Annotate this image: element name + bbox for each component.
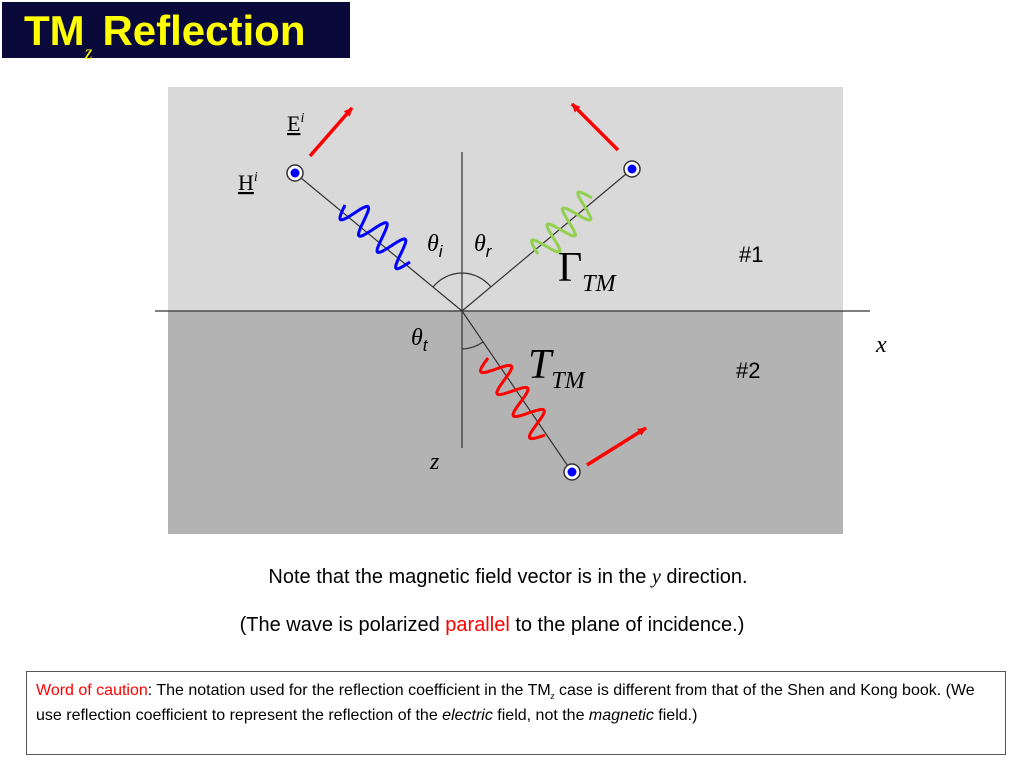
incident-e-field-arrow [308,106,354,158]
note-line-1: Note that the magnetic field vector is i… [268,566,748,588]
reflected-e-field-arrow [570,102,620,152]
x-axis-label: x [875,332,887,358]
title-banner: TMz Reflection [2,2,350,64]
transmitted-wave [478,357,546,441]
title-rest: Reflection [102,7,306,54]
theta-t-label: θt [411,325,429,355]
region-1-background [168,87,843,311]
reflected-wave [529,190,593,255]
slide-title: TMz Reflection [24,6,305,64]
h-field-label: Hi [238,170,258,195]
transmitted-ray [461,310,573,473]
incident-wave [338,204,411,271]
region-2-label: #2 [736,358,760,383]
theta-i-label: θi [427,231,444,261]
region-2-background [168,311,843,534]
theta-i-arc [432,272,463,288]
theta-t-arc [461,341,484,350]
note-line-2: (The wave is polarized parallel to the p… [239,614,745,636]
reflected-h-field-dot [623,160,641,178]
z-axis-label: z [429,449,440,475]
caution-label: Word of caution [36,682,148,699]
caution-box: Word of caution: The notation used for t… [26,671,1006,755]
gamma-tm-label: ΓTM [558,245,618,297]
incident-h-field-dot [286,164,304,182]
t-tm-label: TTM [528,342,587,394]
theta-r-label: θr [474,231,493,261]
region-1-label: #1 [739,242,763,267]
transmitted-e-field-arrow [586,426,647,467]
transmitted-h-field-dot [563,463,581,481]
title-main: TM [24,7,85,54]
title-subscript: z [84,42,93,64]
reflected-ray [461,168,633,312]
theta-r-arc [461,272,492,288]
e-field-label: Ei [287,111,304,136]
